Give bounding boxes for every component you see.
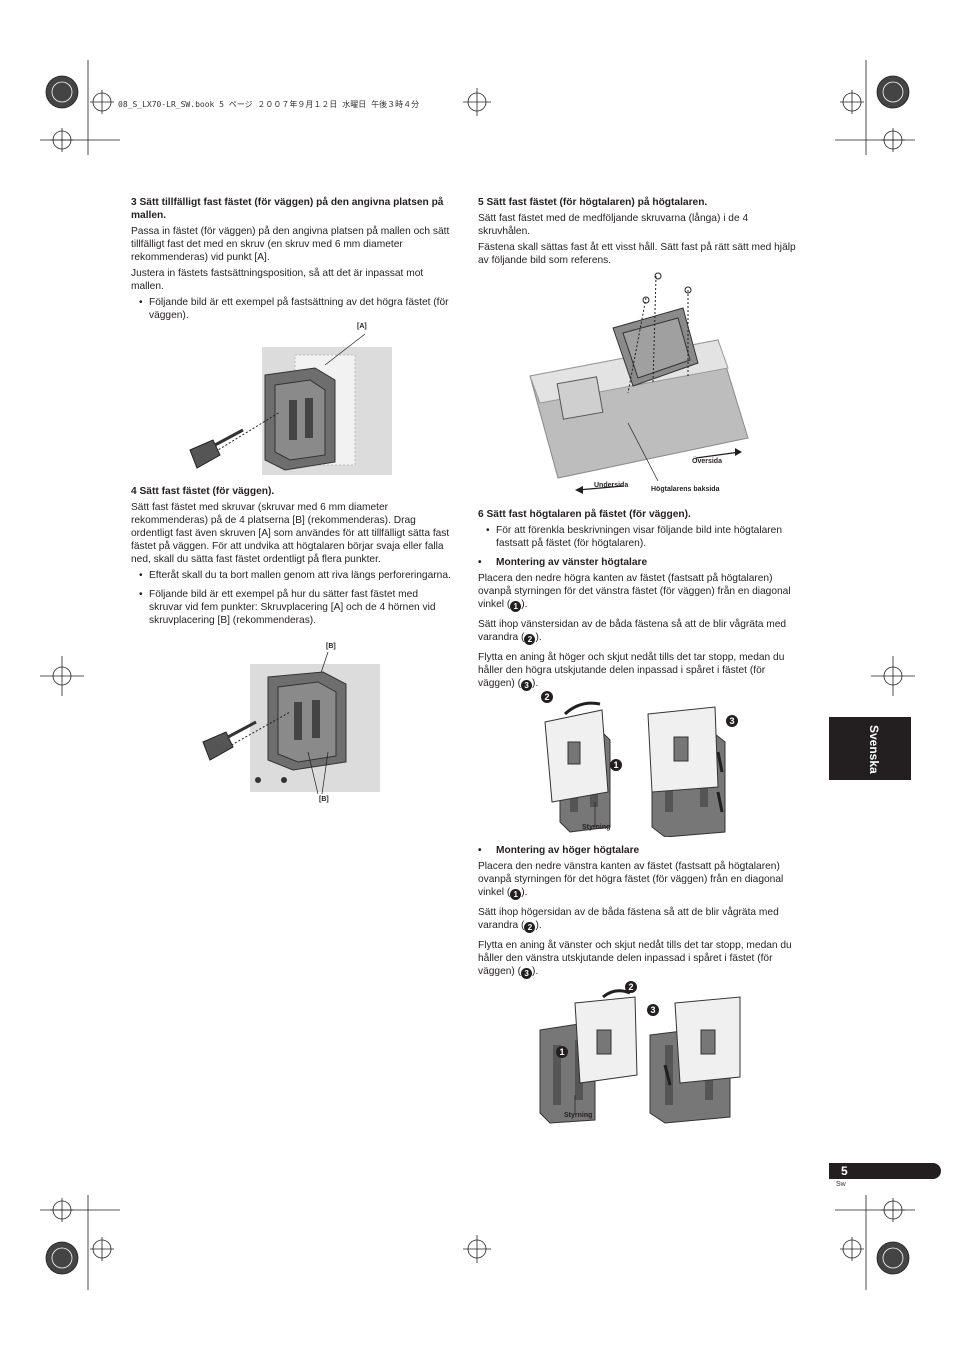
left-mount-p1-text: Placera den nedre högra kanten av fästet…	[478, 573, 791, 610]
figure-label-b-top: [B]	[326, 643, 336, 650]
step4-bullet-1-text: Efteråt skall du ta bort mallen genom at…	[149, 570, 451, 581]
right-mount-paragraph-2: Sätt ihop högersidan av de båda fästena …	[478, 906, 800, 933]
figure-label-bottom-side: Undersida	[594, 482, 629, 489]
left-mount-p1-end: ).	[521, 599, 528, 610]
left-column-step4: 4 Sätt fast fästet (för väggen). Sätt fa…	[131, 485, 453, 630]
fig-marker-3b: 3	[647, 1004, 659, 1016]
step3-bullet-1-text: Följande bild är ett exempel på fastsätt…	[149, 297, 449, 321]
step3-paragraph-2: Justera in fästets fastsättningsposition…	[131, 268, 424, 292]
figure-label-guide-left: Styrning	[582, 824, 611, 831]
right-mount-paragraph-3: Flytta en aning åt vänster och skjut ned…	[478, 939, 800, 979]
language-code: Sw	[836, 1181, 846, 1188]
wall-bracket-figure-b	[202, 652, 380, 794]
right-mount-heading: •Montering av höger högtalare	[478, 845, 640, 856]
step5-paragraph-2: Fästena skall sättas fast åt ett visst h…	[478, 242, 796, 266]
marker-1: 1	[510, 601, 522, 612]
right-column-step5: 5 Sätt fast fästet (för högtalaren) på h…	[478, 196, 800, 270]
step3-paragraph-1: Passa in fästet (för väggen) på den angi…	[131, 226, 450, 263]
figure-label-b-bottom: [B]	[319, 796, 329, 803]
right-mount-paragraph-1: Placera den nedre vänstra kanten av fäst…	[478, 860, 800, 900]
right-column-step6: 6 Sätt fast högtalaren på fästet (för vä…	[478, 508, 800, 694]
speaker-bracket-figure	[529, 272, 749, 494]
step5-title: 5 Sätt fast fästet (för högtalaren) på h…	[478, 197, 708, 208]
left-mount-p2-end: ).	[535, 632, 542, 643]
right-mount-p3-text: Flytta en aning åt vänster och skjut ned…	[478, 940, 792, 977]
fig-marker-1: 1	[610, 759, 622, 771]
step3-title: 3 Sätt tillfälligt fast fästet (för vägg…	[131, 197, 444, 221]
left-mount-p3-end: ).	[532, 678, 539, 689]
right-mount-p3-end: ).	[532, 966, 539, 977]
fig-marker-2: 2	[541, 691, 553, 703]
right-mount-p2-end: ).	[535, 920, 542, 931]
right-mount-p1-end: ).	[521, 887, 528, 898]
left-column: 3 Sätt tillfälligt fast fästet (för vägg…	[131, 196, 451, 325]
figure-label-speaker-back: Högtalarens baksida	[651, 486, 720, 493]
step5-paragraph-1: Sätt fast fästet med de medföljande skru…	[478, 213, 749, 237]
figure-label-top-side: Översida	[692, 458, 722, 465]
figure-label-guide-right: Styrning	[564, 1112, 593, 1119]
fig-marker-2b: 2	[625, 981, 637, 993]
fig-marker-1b: 1	[556, 1046, 568, 1058]
left-mount-p3-text: Flytta en aning åt höger och skjut nedåt…	[478, 652, 785, 689]
left-mount-title: Montering av vänster högtalare	[496, 557, 648, 568]
left-mount-heading: •Montering av vänster högtalare	[478, 557, 648, 568]
step6-bullet-1-text: För att förenkla beskrivningen visar föl…	[496, 525, 782, 549]
marker-3: 3	[521, 680, 533, 691]
fig-marker-3: 3	[726, 715, 738, 727]
marker-2: 2	[524, 634, 536, 645]
figure-label-a: [A]	[357, 323, 367, 330]
wall-bracket-figure-a	[189, 333, 392, 475]
right-mount-title: Montering av höger högtalare	[496, 845, 640, 856]
file-info-header: 08_S_LX70-LR_SW.book 5 ページ ２００７年９月１２日 水曜…	[118, 100, 420, 109]
language-side-tab: Svenska	[829, 717, 911, 780]
step4-bullet-2-text: Följande bild är ett exempel på hur du s…	[149, 589, 436, 626]
step4-bullet-2: •Följande bild är ett exempel på hur du …	[139, 589, 436, 626]
left-mount-paragraph-3: Flytta en aning åt höger och skjut nedåt…	[478, 651, 800, 691]
step4-paragraph-1: Sätt fast fästet med skruvar (skruvar me…	[131, 502, 450, 565]
step6-title: 6 Sätt fast högtalaren på fästet (för vä…	[478, 509, 691, 520]
left-mount-paragraph-2: Sätt ihop vänstersidan av de båda fästen…	[478, 618, 800, 645]
marker-3b: 3	[521, 968, 533, 979]
page-number-badge: 5	[829, 1163, 941, 1179]
language-side-tab-label: Svenska	[867, 725, 881, 774]
page-number: 5	[841, 1164, 848, 1178]
left-mount-figure	[544, 701, 726, 837]
right-column-right-mount: •Montering av höger högtalare Placera de…	[478, 844, 800, 982]
left-mount-p2-text: Sätt ihop vänstersidan av de båda fästen…	[478, 619, 787, 643]
step4-bullet-1: •Efteråt skall du ta bort mallen genom a…	[139, 570, 451, 581]
step4-title: 4 Sätt fast fästet (för väggen).	[131, 486, 275, 497]
marker-2b: 2	[524, 922, 536, 933]
right-mount-p1-text: Placera den nedre vänstra kanten av fäst…	[478, 861, 784, 898]
marker-1b: 1	[510, 889, 522, 900]
step3-bullet-1: •Följande bild är ett exempel på fastsät…	[139, 297, 449, 321]
step6-bullet-1: •För att förenkla beskrivningen visar fö…	[486, 525, 782, 549]
right-mount-p2-text: Sätt ihop högersidan av de båda fästena …	[478, 907, 779, 931]
left-mount-paragraph-1: Placera den nedre högra kanten av fästet…	[478, 572, 800, 612]
